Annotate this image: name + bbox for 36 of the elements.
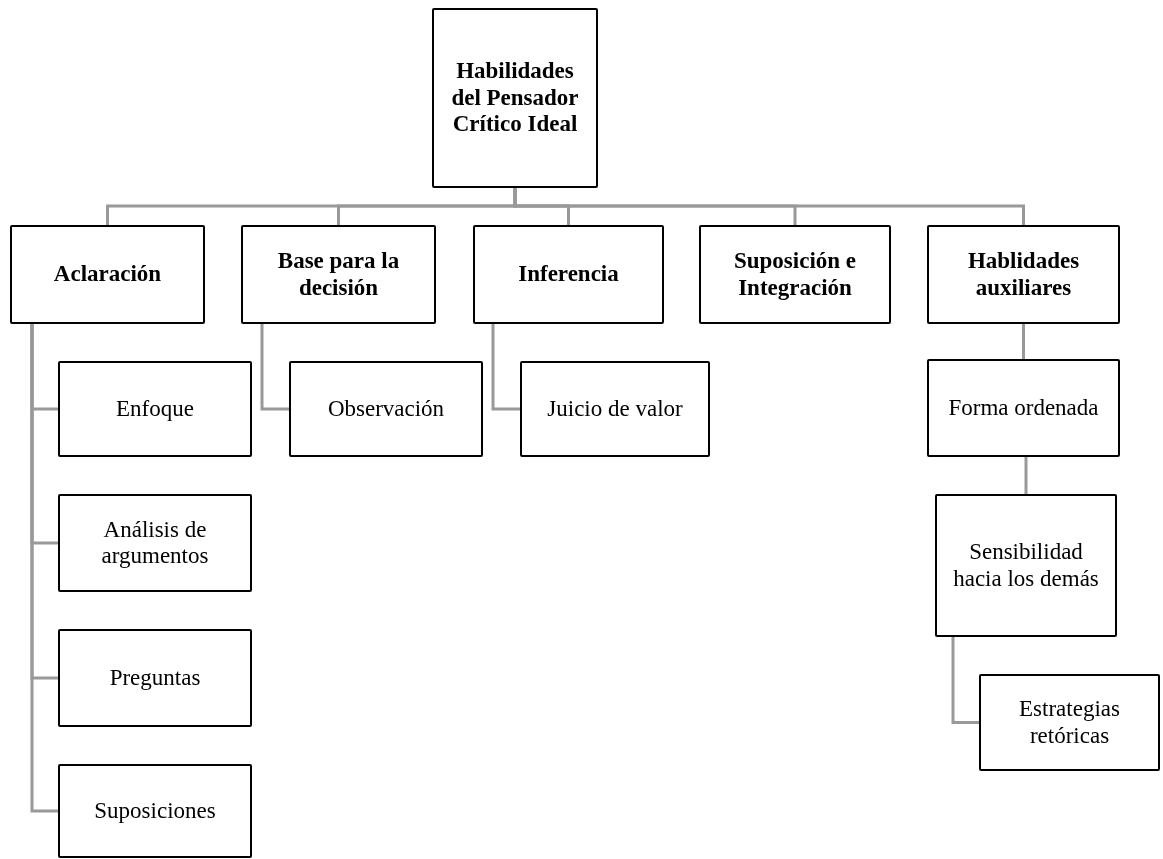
box-label: Suposición e Integración: [732, 248, 858, 301]
box-label: Forma ordenada: [948, 394, 1099, 422]
process-box: [58, 764, 252, 858]
process-box: [58, 494, 252, 592]
box-label: Hablidades auxiliares: [966, 248, 1081, 301]
process-box: [289, 361, 483, 457]
process-box: [10, 225, 205, 324]
process-box: [935, 494, 1117, 637]
process-box: [927, 359, 1120, 457]
process-box: [58, 629, 252, 727]
box-label: Observación: [327, 395, 445, 423]
connector-line: [30, 324, 58, 813]
box-label: Preguntas: [109, 664, 201, 692]
process-box: [520, 361, 710, 457]
box-label: Inferencia: [518, 261, 619, 288]
connector-line: [491, 324, 520, 411]
box-label: Sensibilidad hacia los demás: [952, 539, 1100, 592]
box-label: Juicio de valor: [547, 395, 683, 423]
box-label: Enfoque: [116, 395, 194, 423]
box-label: Estrategias retóricas: [1018, 696, 1121, 749]
process-box: [241, 225, 436, 324]
process-box: [473, 225, 664, 324]
connector-line: [951, 637, 979, 724]
box-label: Suposiciones: [94, 797, 216, 825]
box-label: Análisis de argumentos: [100, 516, 210, 570]
connector-line: [1022, 324, 1025, 359]
connector-line: [1024, 457, 1028, 494]
process-box: [699, 225, 891, 324]
connector-line: [260, 324, 289, 411]
process-box: [927, 225, 1120, 324]
box-label: Base para la decisión: [276, 248, 401, 301]
process-box: [432, 8, 598, 188]
box-label: Aclaración: [53, 261, 162, 288]
process-box: [979, 674, 1160, 771]
process-box: [58, 361, 252, 457]
box-label: Habilidades del Pensador Crítico Ideal: [450, 58, 580, 138]
